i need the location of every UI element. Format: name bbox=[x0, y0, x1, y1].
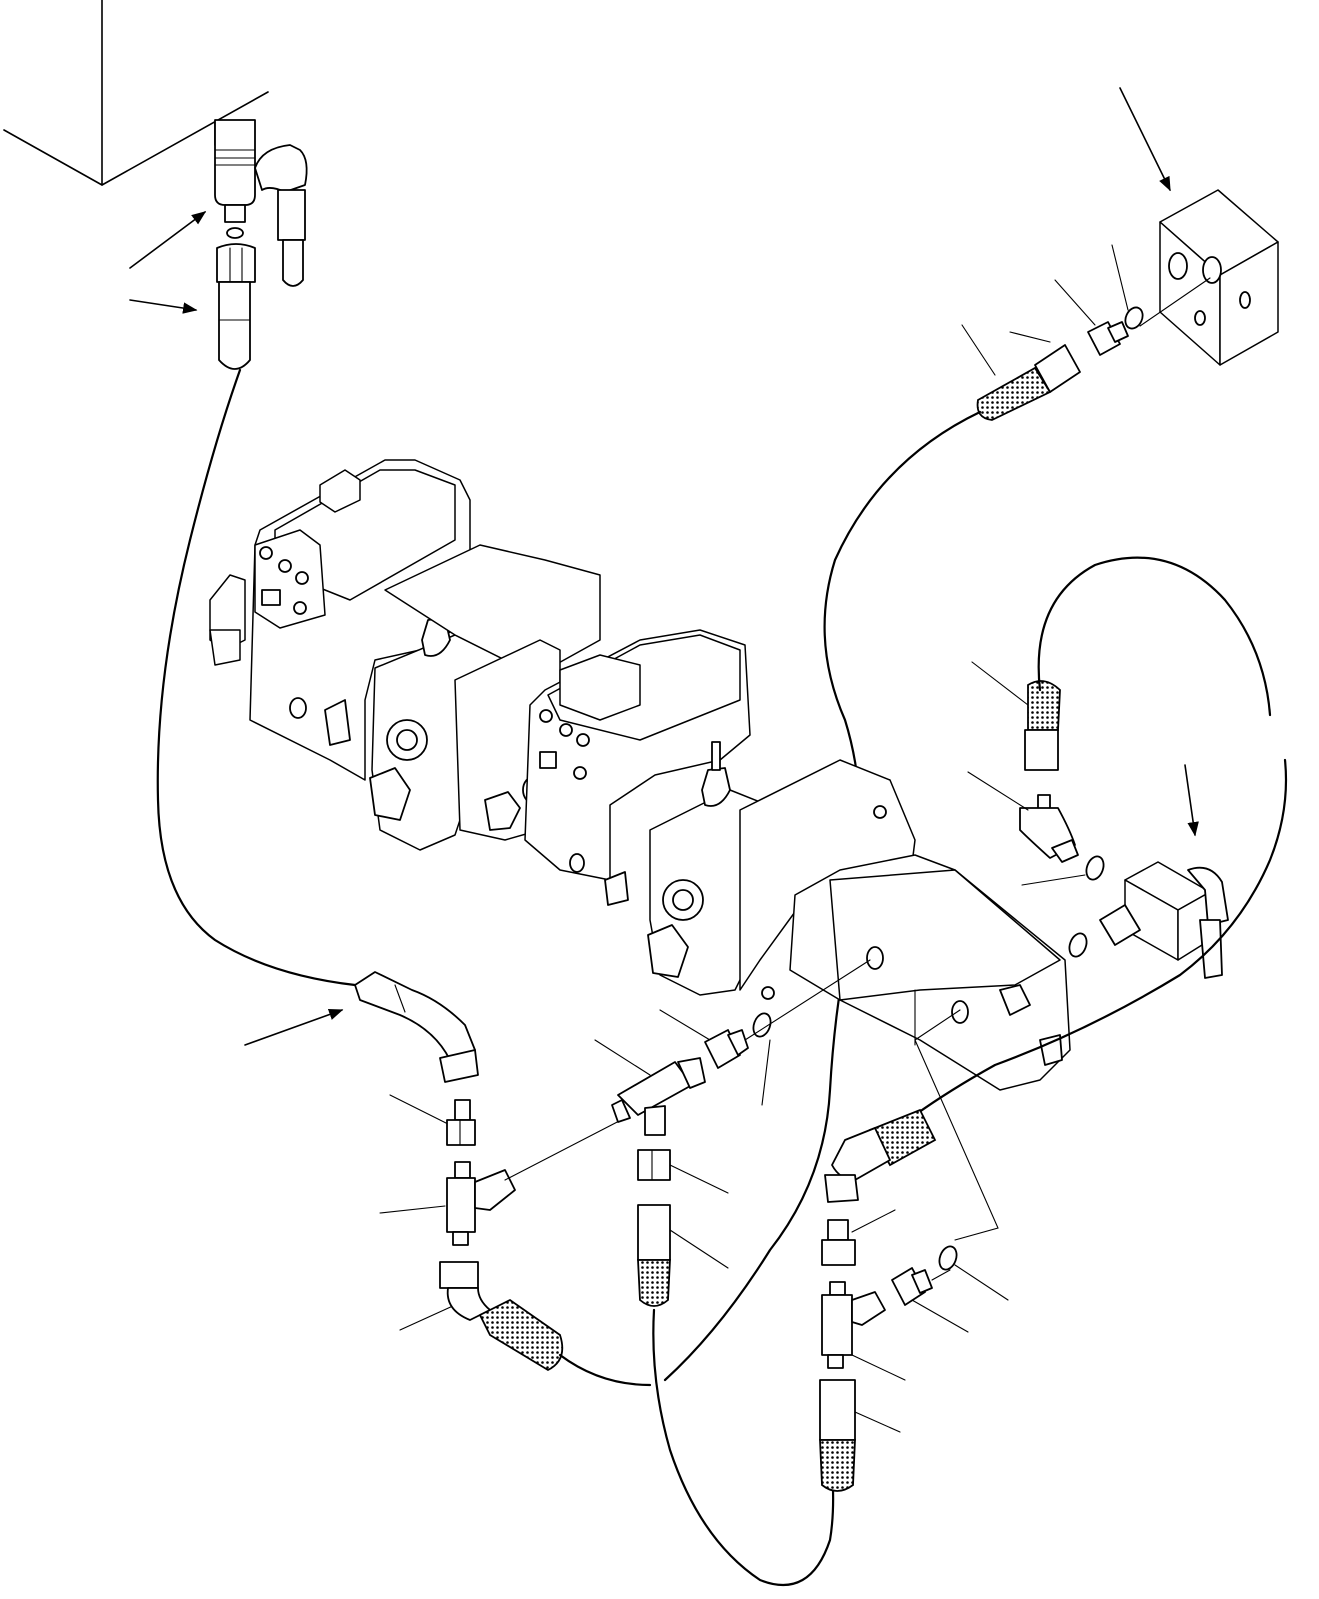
leader-middle-connector bbox=[659, 1009, 711, 1041]
tank-adapter bbox=[216, 243, 256, 370]
middle-oring bbox=[752, 1012, 772, 1038]
right-loop-hose bbox=[1037, 556, 1272, 717]
block-hose-end bbox=[976, 344, 1081, 421]
block-oring bbox=[1124, 306, 1144, 330]
right-oring-lower bbox=[1068, 932, 1088, 958]
right-lower-elbow bbox=[824, 1108, 937, 1203]
leader-block-oring bbox=[1111, 244, 1129, 311]
arrow-tank-1 bbox=[129, 211, 207, 269]
right-connector bbox=[891, 1267, 933, 1306]
arrow-tank-2 bbox=[129, 299, 198, 314]
middle-lower-hose bbox=[652, 1308, 835, 1587]
tank-nipple bbox=[226, 227, 244, 239]
right-oring-upper bbox=[1085, 855, 1105, 881]
left-tee-link bbox=[504, 1117, 626, 1181]
right-oring bbox=[938, 1245, 958, 1271]
tank-elbow bbox=[214, 119, 308, 287]
middle-nut bbox=[637, 1149, 671, 1181]
pump-assembly bbox=[209, 459, 1071, 1091]
right-axis-line bbox=[914, 1039, 999, 1281]
middle-connector bbox=[704, 1029, 749, 1069]
leader-right-tee bbox=[851, 1354, 906, 1381]
block-axis-line bbox=[1139, 277, 1211, 327]
block-connector bbox=[1087, 321, 1129, 356]
right-lower-hose bbox=[819, 1379, 856, 1492]
block-valve bbox=[1159, 189, 1279, 366]
left-elbow bbox=[354, 971, 479, 1083]
leader-middle-hose bbox=[669, 1229, 729, 1269]
tank-hose bbox=[156, 368, 357, 987]
leader-right-nut bbox=[851, 1209, 896, 1233]
arrow-block bbox=[1119, 87, 1171, 192]
leader-right-hose-upper bbox=[971, 661, 1029, 706]
leader-left-tee bbox=[379, 1205, 446, 1214]
left-nut bbox=[446, 1099, 476, 1146]
right-nut bbox=[821, 1219, 856, 1266]
right-elbow bbox=[1019, 794, 1079, 863]
leader-right-oring bbox=[954, 1264, 1009, 1301]
right-hose-upper bbox=[1024, 680, 1061, 771]
leader-block-connector bbox=[1054, 279, 1096, 326]
right-valve-connector bbox=[1099, 904, 1141, 946]
middle-axis-line bbox=[744, 959, 871, 1041]
arrow-left-elbow bbox=[244, 1008, 344, 1046]
valve-block-right bbox=[1124, 861, 1229, 979]
middle-hose bbox=[637, 1204, 671, 1307]
right-long-hose bbox=[913, 758, 1288, 1117]
leader-middle-oring bbox=[761, 1039, 771, 1106]
arrow-valve-block-right bbox=[1184, 764, 1199, 837]
leader-right-elbow bbox=[967, 771, 1029, 811]
leader-middle-tee bbox=[594, 1039, 651, 1076]
leader-right-lower-hose bbox=[854, 1411, 901, 1433]
left-tee bbox=[446, 1161, 516, 1246]
leader-block-hose bbox=[961, 324, 996, 376]
middle-tee bbox=[611, 1057, 706, 1136]
left-hose-end bbox=[439, 1261, 564, 1372]
leader-left-nut bbox=[389, 1094, 451, 1126]
leader-block-hose-end bbox=[1009, 331, 1051, 343]
leader-right-connector bbox=[911, 1299, 969, 1333]
leader-left-hose-end bbox=[399, 1304, 456, 1331]
left-hose-return bbox=[558, 1353, 652, 1387]
leader-middle-nut bbox=[669, 1164, 729, 1194]
leader-right-oring-upper bbox=[1021, 874, 1086, 886]
right-axis-line-2 bbox=[914, 1009, 961, 1041]
